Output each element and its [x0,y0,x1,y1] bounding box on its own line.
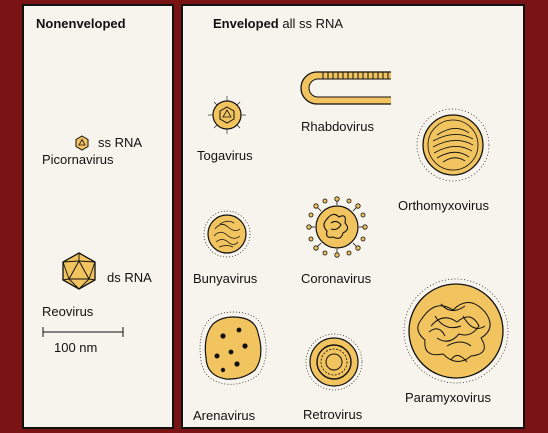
coronavirus-icon [305,195,369,259]
orthomyxovirus-icon [415,107,491,183]
bunyavirus-icon [202,209,252,259]
nonenveloped-panel: Nonenveloped ss RNA Picornavirus ds RNA … [22,4,174,429]
picornavirus-label: Picornavirus [42,152,114,167]
reovirus-genome-label: ds RNA [107,270,152,285]
coronavirus-label: Coronavirus [301,271,371,286]
enveloped-title-bold: Enveloped [213,16,279,31]
scale-bar-label: 100 nm [54,340,97,355]
enveloped-panel: Enveloped all ss RNA Togavirus [181,4,525,429]
rhabdovirus-icon [295,67,395,109]
togavirus-icon [207,95,247,135]
retrovirus-label: Retrovirus [303,407,362,422]
arenavirus-label: Arenavirus [193,408,255,423]
enveloped-title: Enveloped all ss RNA [213,16,343,31]
bunyavirus-label: Bunyavirus [193,271,257,286]
paramyxovirus-icon [401,276,511,386]
picornavirus-icon [74,135,90,151]
picornavirus-genome-label: ss RNA [98,135,142,150]
retrovirus-icon [304,332,364,392]
reovirus-label: Reovirus [42,304,93,319]
enveloped-title-rest: all ss RNA [279,16,343,31]
togavirus-label: Togavirus [197,148,253,163]
nonenveloped-title: Nonenveloped [36,16,126,31]
rhabdovirus-label: Rhabdovirus [301,119,374,134]
scale-bar [42,326,124,338]
reovirus-icon [59,251,99,291]
paramyxovirus-label: Paramyxovirus [405,390,491,405]
arenavirus-icon [193,308,273,388]
orthomyxovirus-label: Orthomyxovirus [398,198,489,213]
